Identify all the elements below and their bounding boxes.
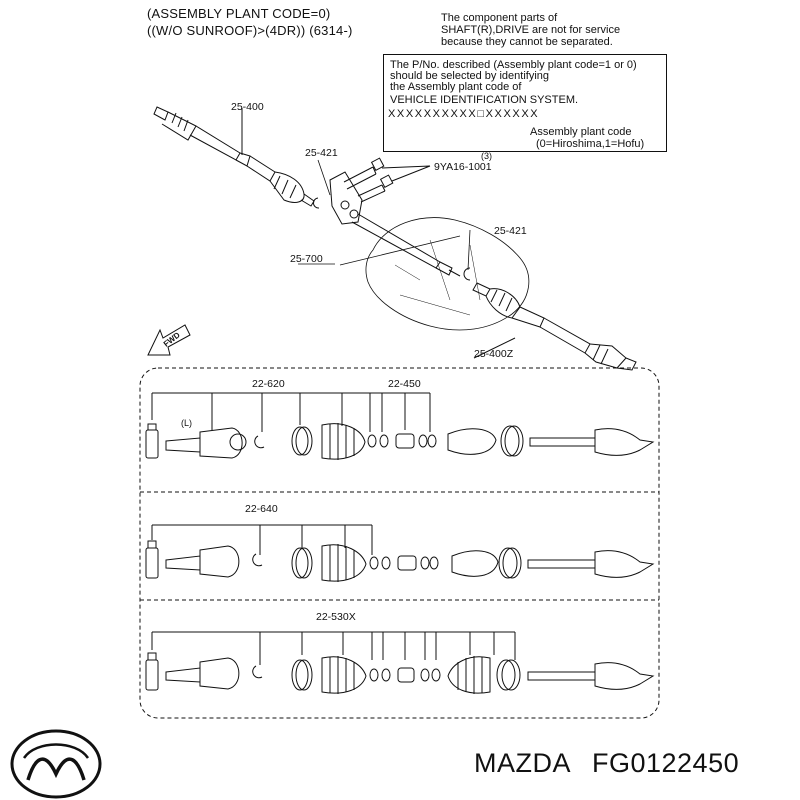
center-shaft: [329, 171, 471, 281]
info-line-3: the Assembly plant code of: [390, 81, 522, 93]
label-9ya16-1001: 9YA16-1001: [434, 161, 492, 173]
plant-code-values: (0=Hiroshima,1=Hofu): [536, 138, 645, 150]
label-l-mark: (L): [181, 418, 192, 428]
plant-code-info-box: The P/No. described (Assembly plant code…: [383, 54, 667, 152]
header-line-1: (ASSEMBLY PLANT CODE=0): [147, 6, 331, 21]
exploded-row-1: [145, 392, 655, 460]
label-22-620: 22-620: [252, 378, 285, 390]
exploded-row-3: [145, 631, 655, 694]
note-line-2: SHAFT(R),DRIVE are not for service: [441, 24, 621, 36]
label-22-640: 22-640: [245, 503, 278, 515]
exploded-row-2: [145, 524, 655, 582]
info-line-1: The P/No. described (Assembly plant code…: [390, 59, 637, 71]
info-line-4: VEHICLE IDENTIFICATION SYSTEM.: [390, 94, 579, 106]
header-line-2: ((W/O SUNROOF)>(4DR)) (6314-): [147, 23, 353, 38]
label-25-400z: 25-400Z: [474, 348, 514, 360]
vin-pattern: XXXXXXXXXX□XXXXXX: [388, 108, 540, 120]
transmission-outline: [365, 217, 530, 331]
bolts: [343, 157, 431, 203]
note-line-3: because they cannot be separated.: [441, 36, 613, 48]
info-line-2: should be selected by identifying: [390, 70, 549, 82]
label-25-400: 25-400: [231, 101, 264, 113]
plant-code-label: Assembly plant code: [530, 126, 632, 138]
label-25-421-top: 25-421: [305, 147, 338, 159]
note-line-1: The component parts of: [441, 12, 558, 24]
mazda-logo-icon: [10, 729, 102, 799]
label-25-700: 25-700: [290, 253, 323, 265]
label-25-421-mid: 25-421: [494, 225, 527, 237]
label-22-450: 22-450: [388, 378, 421, 390]
label-qty-3: (3): [481, 151, 492, 161]
label-22-530x: 22-530X: [316, 611, 356, 623]
exploded-view-frame: [139, 367, 660, 719]
drive-shaft-right: [472, 282, 637, 371]
brand-name: MAZDA: [474, 748, 571, 778]
drive-shaft-left: [153, 106, 320, 209]
fwd-arrow-icon: [147, 324, 191, 356]
part-number: FG0122450: [592, 748, 740, 778]
